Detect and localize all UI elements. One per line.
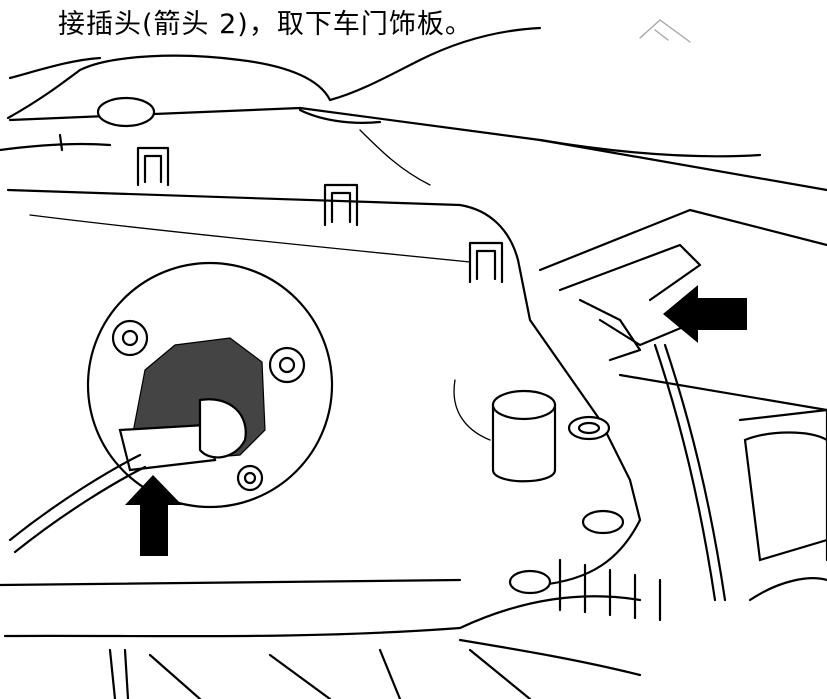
watermark-icon bbox=[639, 19, 691, 43]
arrow-2-icon bbox=[125, 475, 182, 556]
panel-boss bbox=[453, 379, 625, 595]
arrow-1-icon bbox=[663, 285, 747, 343]
upper-hole bbox=[96, 96, 156, 128]
lower-mechanism bbox=[108, 558, 662, 699]
right-switch-area bbox=[538, 208, 827, 602]
caption-text: 接插头(箭头 2)，取下车门饰板。 bbox=[58, 9, 473, 40]
panel-clips bbox=[136, 146, 504, 284]
connector-plug bbox=[118, 423, 217, 472]
speaker-mount bbox=[8, 261, 334, 554]
upper-trim-outline bbox=[0, 26, 827, 192]
